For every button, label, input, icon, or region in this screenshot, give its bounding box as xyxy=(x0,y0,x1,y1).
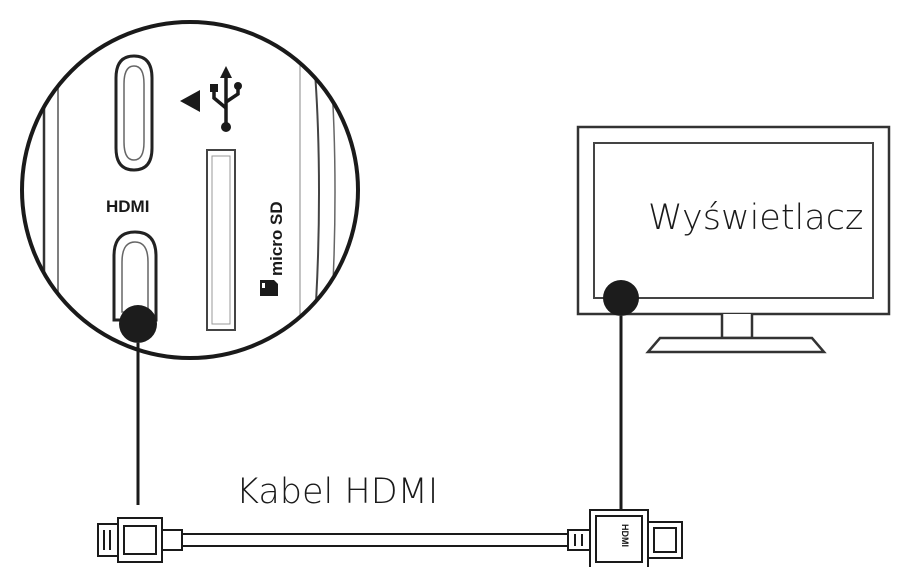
display-label: Wyświetlacz xyxy=(648,198,864,238)
hdmi-port-label: HDMI xyxy=(106,197,149,216)
device-port-magnifier: micro SD HDMI xyxy=(20,20,360,360)
monitor-neck xyxy=(720,314,754,340)
hdmi-plug-label: HDMI xyxy=(620,524,630,547)
usb-icon xyxy=(210,66,242,132)
micro-sd-slot xyxy=(206,149,236,331)
micro-sd-label: micro SD xyxy=(267,201,286,276)
cable-label: Kabel HDMI xyxy=(236,472,439,512)
monitor-screen xyxy=(593,142,874,299)
right-plug xyxy=(567,509,683,567)
hdmi-port xyxy=(112,230,158,322)
hdmi-cable: HDMI xyxy=(97,509,683,567)
display-connection-point xyxy=(603,280,639,316)
device-connection-point xyxy=(119,305,157,343)
display-monitor xyxy=(576,125,891,354)
left-plug xyxy=(97,517,183,563)
monitor-base xyxy=(645,336,827,354)
magnifier-outline xyxy=(20,20,360,360)
sd-card-icon xyxy=(260,280,278,296)
arrow-left-icon xyxy=(180,90,200,112)
micro-usb-port xyxy=(114,54,154,172)
cable-body xyxy=(179,533,571,547)
